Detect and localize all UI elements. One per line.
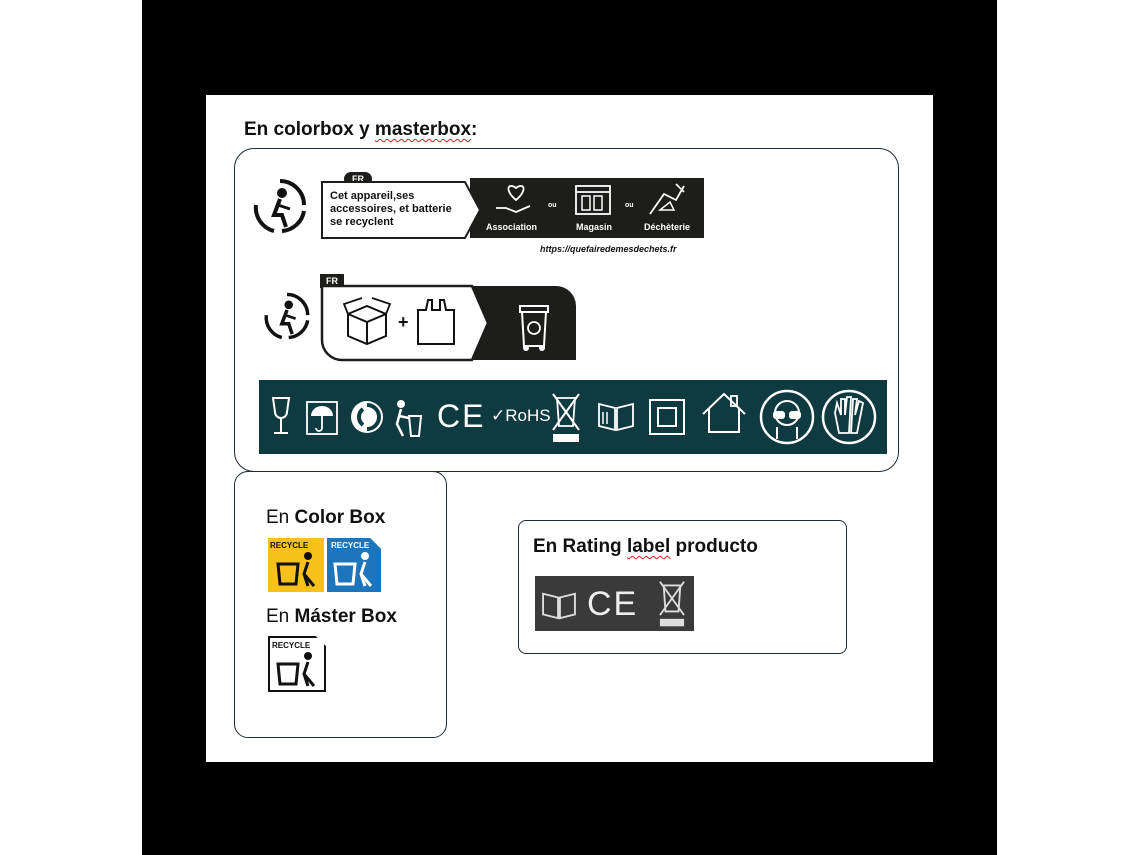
info-block-recycle-appliance: FR Cet appareil,ses accessoires, et batt… (320, 172, 705, 242)
hand-heart-icon (496, 185, 531, 213)
green-dot-icon (351, 401, 383, 433)
ce-mark-2: CE (587, 585, 639, 623)
recycle-bin-icon (519, 305, 549, 351)
double-insulation-icon (649, 399, 685, 435)
safety-goggles-icon (759, 389, 815, 445)
rating-symbols: CE (535, 576, 694, 631)
rohs-mark: ✓RoHS (491, 406, 551, 425)
info-line-2: accessoires, et batterie (330, 203, 452, 215)
dechetterie-icon (649, 183, 685, 215)
separator-or: ou (548, 202, 557, 209)
option-dechetterie: Déchèterie (644, 222, 691, 232)
option-association: Association (486, 222, 538, 232)
keep-dry-icon (306, 401, 338, 435)
triman-icon-2 (264, 292, 310, 340)
info-line-3: se recyclent (330, 216, 394, 228)
weee-bin-icon (552, 393, 580, 442)
color-master-box-panel (234, 471, 447, 738)
rating-heading: En Rating label producto (533, 536, 758, 557)
safety-gloves-icon (821, 389, 877, 445)
page-title: En colorbox y masterbox: (244, 119, 478, 140)
recycle-label-yellow: RECYCLE (268, 538, 324, 592)
manual-book-icon (598, 402, 634, 432)
cardboard-box-icon (342, 297, 392, 346)
color-box-heading: En Color Box (266, 507, 386, 528)
option-magasin: Magasin (576, 222, 613, 232)
symbol-strip: CE ✓RoHS (259, 380, 887, 454)
rating-label-panel (518, 520, 847, 654)
tidyman-icon (395, 400, 423, 437)
master-box-heading: En Máster Box (266, 606, 397, 627)
recycle-person-icon-3 (276, 652, 316, 687)
website-link[interactable]: https://quefairedemesdechets.fr (540, 244, 677, 254)
recycle-person-icon-2 (333, 552, 373, 587)
fragile-glass-icon (271, 397, 291, 434)
plus-sign: + (398, 312, 409, 332)
shop-icon (575, 185, 611, 215)
recycle-label-blue: RECYCLE (327, 538, 381, 592)
triman-icon (253, 179, 306, 233)
indoor-use-icon (702, 392, 746, 433)
recycle-person-icon (276, 552, 316, 587)
info-line-1: Cet appareil,ses (330, 190, 415, 202)
colorbox-masterbox-panel (234, 148, 899, 472)
separator-or-2: ou (625, 202, 634, 209)
manual-book-icon-2 (542, 592, 576, 620)
document-page: En colorbox y masterbox: FR Cet appareil… (206, 95, 933, 762)
recycle-label-mono: RECYCLE (268, 636, 326, 692)
ce-mark: CE (437, 398, 486, 434)
plastic-bag-icon (417, 299, 455, 345)
info-block-packaging: FR + (320, 274, 580, 364)
weee-bin-icon-2 (659, 581, 685, 627)
fr-badge-2: FR (320, 274, 344, 288)
